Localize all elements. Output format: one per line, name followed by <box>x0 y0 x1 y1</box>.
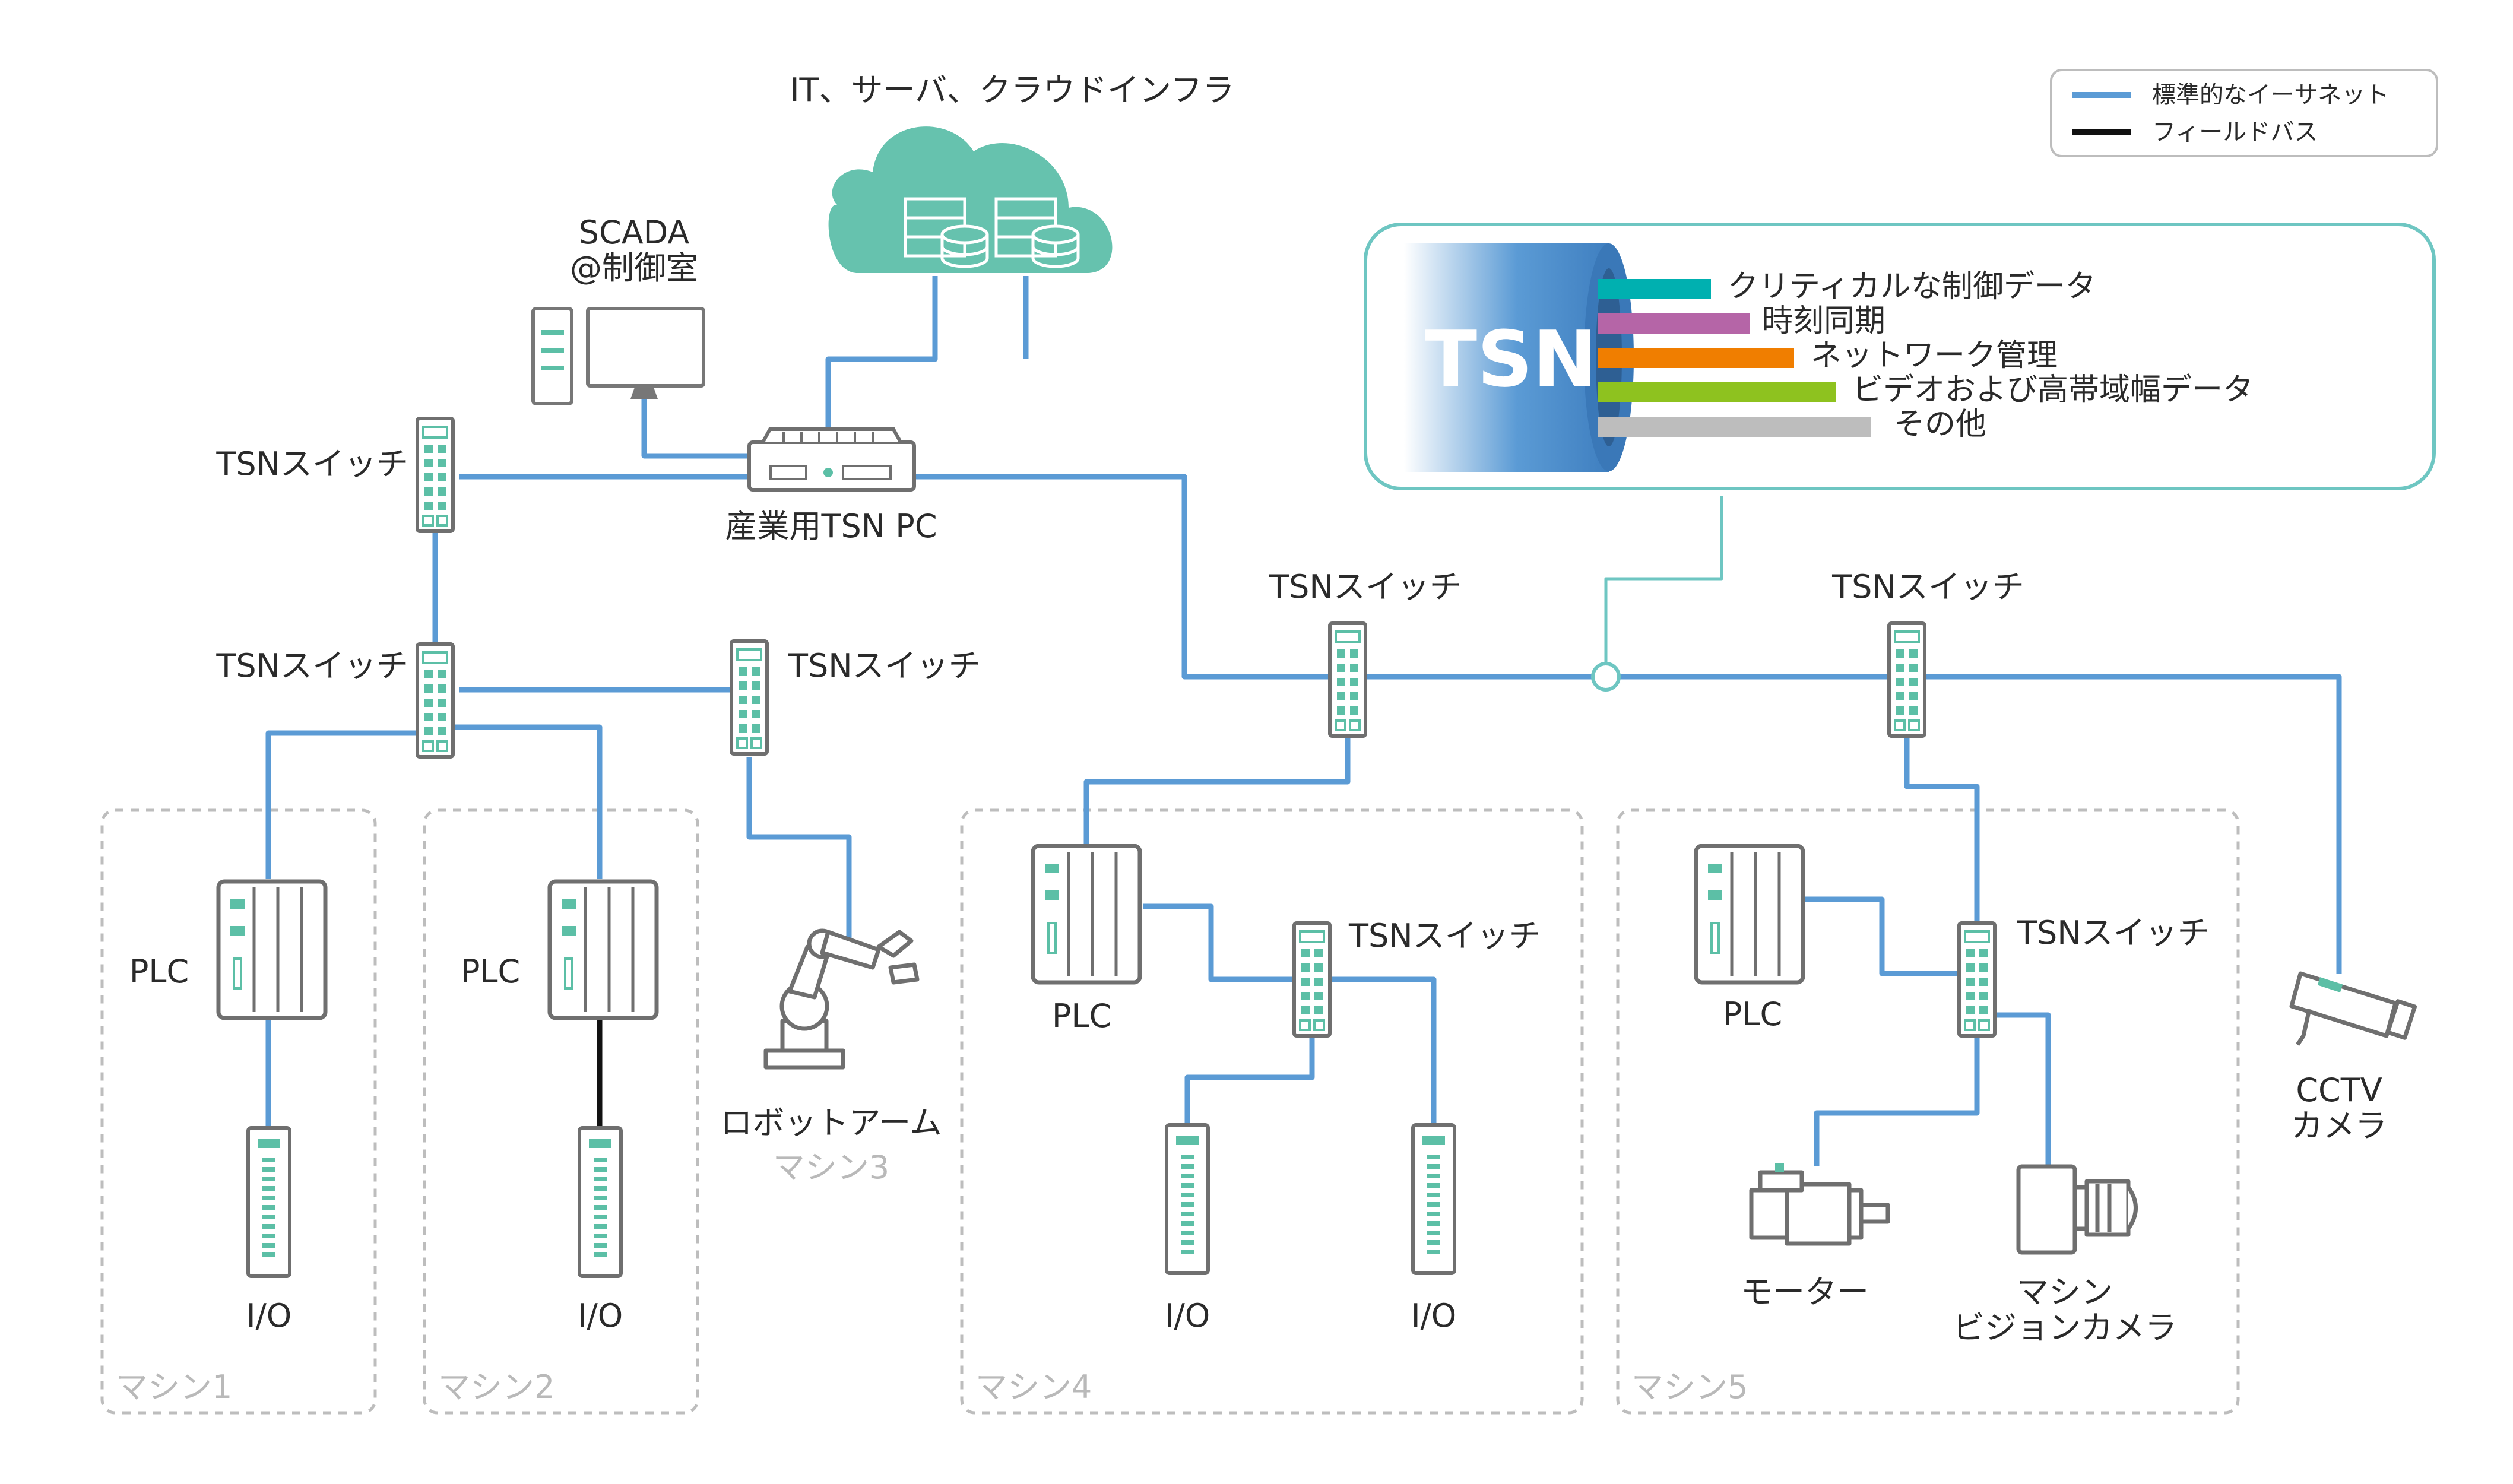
machine-areas <box>100 808 2240 1415</box>
plc-5 <box>1696 846 1803 982</box>
machine-1-label: マシン1 <box>116 1368 232 1406</box>
tsn-item-0: クリティカルな制御データ <box>1728 269 2096 305</box>
io-4a <box>1167 1125 1208 1273</box>
tsn-callout: TSN クリティカルな制御データ 時刻同期 ネットワーク管理 ビデオおよび高帯域… <box>1364 223 2436 490</box>
tsn-bar-1 <box>1598 313 1750 334</box>
link-sw6-vision <box>1995 1012 2051 1166</box>
server-icon <box>904 197 989 268</box>
tsn-switch-5 <box>1294 923 1330 1036</box>
io-1-label: I/O <box>246 1297 292 1334</box>
tsn-title: TSN <box>1424 314 1597 404</box>
tsn-switch-1 <box>417 418 453 531</box>
cloud-label: IT、サーバ、クラウドインフラ <box>790 71 1235 109</box>
tsn-switch-3-label: TSNスイッチ <box>1269 568 1462 605</box>
plc-2 <box>550 881 657 1018</box>
tsn-switch-2-label: TSNスイッチ <box>216 647 408 684</box>
machine-1-area <box>100 808 377 1415</box>
machine-2-label: マシン2 <box>438 1368 554 1406</box>
link-plc5-sw6 <box>1805 896 1959 976</box>
tsn-item-1: 時刻同期 <box>1762 303 1885 339</box>
plc-4-label: PLC <box>1052 997 1111 1035</box>
io-4b-label: I/O <box>1411 1297 1457 1334</box>
tsn-bar-4 <box>1598 417 1871 437</box>
tsn-switch-4 <box>1889 623 1925 736</box>
legend: 標準的なイーサネット フィールドバス <box>2050 69 2438 157</box>
scada-label-2: @制御室 <box>570 249 698 287</box>
robot-arm-icon <box>763 928 920 1070</box>
link-sw-robot <box>746 757 852 947</box>
machine-2-area <box>423 808 699 1415</box>
vision-label-2: ビジョンカメラ <box>1953 1309 2177 1346</box>
io-4b <box>1413 1125 1454 1273</box>
machine-5-area <box>1616 808 2240 1415</box>
tsn-pc-label: 産業用TSN PC <box>725 508 937 545</box>
tsn-pipe <box>1404 243 1609 472</box>
machine-5-label: マシン5 <box>1631 1368 1748 1406</box>
scada-label-1: SCADA <box>579 214 690 251</box>
tsn-switch-4-label: TSNスイッチ <box>1831 568 2024 605</box>
scada-station: SCADA @制御室 <box>531 214 705 405</box>
ethernet-links <box>265 276 2342 1166</box>
server-icon <box>994 197 1080 268</box>
tsn-switch-robot <box>731 641 767 754</box>
tsn-bar-2 <box>1598 348 1794 368</box>
tsn-switch-1-label: TSNスイッチ <box>216 445 408 483</box>
vision-camera-icon <box>2016 1164 2138 1255</box>
cloud-shape <box>828 126 1113 273</box>
plc-2-label: PLC <box>461 953 520 990</box>
callout-tap-circle <box>1591 662 1621 692</box>
cloud-infra: IT、サーバ、クラウドインフラ <box>790 71 1235 273</box>
io-1 <box>248 1128 290 1276</box>
pc-tower-icon <box>531 307 573 405</box>
link-sw2-plc1 <box>265 730 416 879</box>
tsn-switch-2 <box>417 644 453 757</box>
link-cloud-left <box>825 276 938 442</box>
tsn-pc: 産業用TSN PC <box>725 427 937 545</box>
link-sw5-io-right <box>1330 976 1437 1125</box>
tsn-switch-6 <box>1959 923 1995 1036</box>
plc-5-label: PLC <box>1723 995 1782 1033</box>
plc-1 <box>218 881 325 1018</box>
io-2 <box>579 1128 621 1276</box>
vision-label-1: マシン <box>2017 1273 2113 1311</box>
tsn-item-3: ビデオおよび高帯域幅データ <box>1852 372 2254 408</box>
monitor-icon <box>586 307 705 388</box>
tsn-bar-3 <box>1598 382 1836 402</box>
tsn-item-4: その他 <box>1894 407 1986 442</box>
cctv-label-1: CCTV <box>2296 1071 2382 1109</box>
tsn-switch-5-label: TSNスイッチ <box>1348 917 1541 955</box>
io-4a-label: I/O <box>1165 1297 1210 1334</box>
tsn-switch-6-label: TSNスイッチ <box>2017 914 2210 952</box>
plc-1-label: PLC <box>129 953 189 990</box>
link-sw4-cctv <box>1926 674 2342 974</box>
link-sw4-sw6 <box>1904 736 1980 926</box>
cctv-label-2: カメラ <box>2291 1107 2387 1144</box>
legend-ethernet-label: 標準的なイーサネット <box>2152 81 2389 109</box>
link-sw6-motor <box>1814 1033 1980 1166</box>
link-callout <box>1604 496 1723 665</box>
cctv-icon <box>2289 971 2417 1046</box>
link-plc4-sw5 <box>1143 903 1294 982</box>
tsn-switch-3 <box>1330 623 1365 736</box>
plc-4 <box>1033 846 1140 982</box>
legend-fieldbus-label: フィールドバス <box>2152 119 2318 146</box>
motor-icon <box>1749 1163 1890 1246</box>
link-sw2-plc2 <box>451 724 603 879</box>
motor-label: モーター <box>1741 1273 1869 1311</box>
link-scada-pc <box>641 389 751 459</box>
io-2-label: I/O <box>578 1297 623 1334</box>
tsn-item-2: ネットワーク管理 <box>1811 338 2058 373</box>
link-sw3-plc4 <box>1083 736 1351 849</box>
machine-4-label: マシン4 <box>975 1368 1092 1406</box>
machine-3-label: マシン3 <box>773 1149 889 1186</box>
tsn-bar-0 <box>1598 279 1711 299</box>
tsn-switch-robot-label: TSNスイッチ <box>788 647 981 684</box>
link-pc-sw3 <box>911 474 1330 680</box>
machine-4-area <box>960 808 1584 1415</box>
robot-label: ロボットアーム <box>720 1104 942 1141</box>
link-sw5-io-left <box>1184 1036 1315 1125</box>
legend-box <box>2050 69 2438 157</box>
